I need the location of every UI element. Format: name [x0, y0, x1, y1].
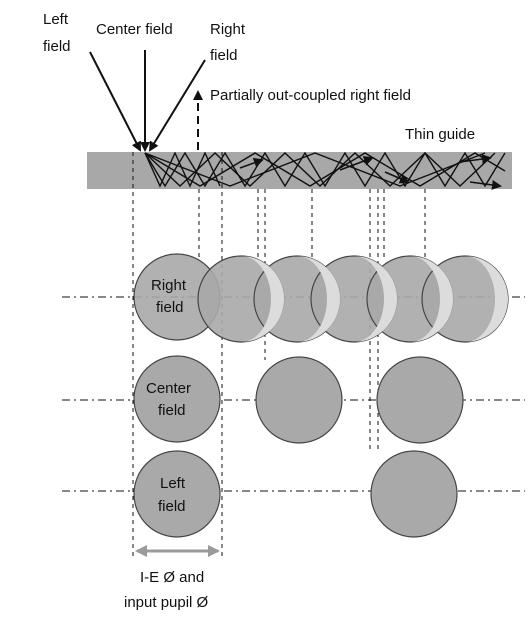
incoming-rays	[89, 50, 206, 152]
center-field-row	[133, 355, 464, 444]
right-field-ray	[148, 59, 206, 152]
row-center-label: Center	[146, 380, 191, 397]
left-field-label: Left	[43, 11, 69, 28]
out-coupled-label: Partially out-coupled right field	[210, 87, 411, 104]
pupil-label-2: input pupil Ø	[124, 594, 209, 611]
guided-rays	[144, 152, 506, 188]
center-field-pupil	[133, 355, 221, 443]
right-field-row	[133, 253, 509, 343]
thin-guide-label: Thin guide	[405, 126, 475, 143]
row-center-label-2: field	[158, 402, 186, 419]
row-right-label-2: field	[156, 299, 184, 316]
right-field-label-2: field	[210, 47, 238, 64]
pupil-label: I-E Ø and	[140, 569, 204, 586]
left-field-pupil	[133, 450, 221, 538]
guided-ray-arrows	[239, 154, 502, 190]
row-left-label-2: field	[158, 498, 186, 515]
row-right-label: Right	[151, 277, 187, 294]
left-field-row	[133, 450, 458, 538]
left-field-label-2: field	[43, 38, 71, 55]
center-field-label: Center field	[96, 21, 173, 38]
row-left-label: Left	[160, 475, 186, 492]
left-field-ray	[89, 51, 141, 152]
right-field-label: Right	[210, 21, 246, 38]
